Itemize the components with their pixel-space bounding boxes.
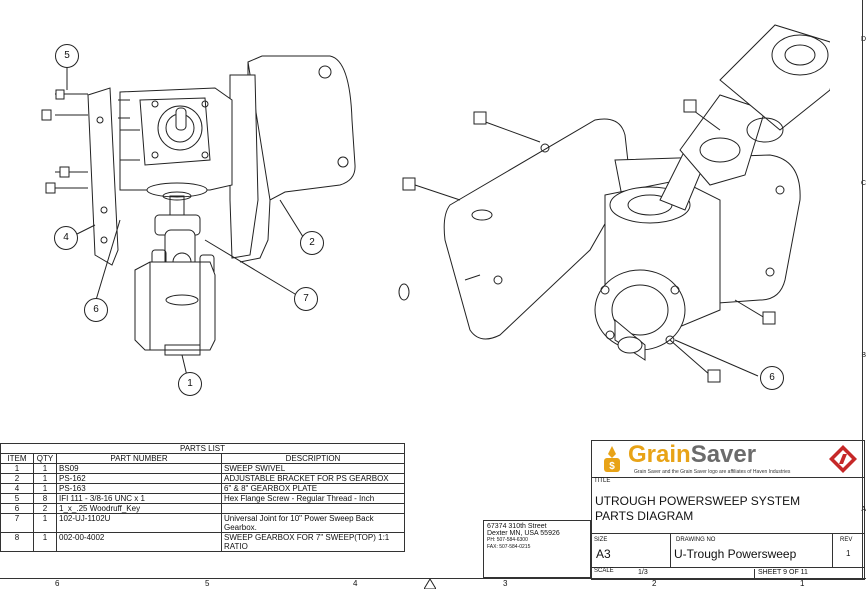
address-city: Dexter MN, USA 55926	[487, 530, 560, 537]
right-isometric-view	[398, 24, 830, 383]
zone-marker: 5	[205, 579, 210, 588]
frame-divider	[0, 578, 866, 579]
sheet-number: SHEET 9 OF 11	[754, 569, 808, 579]
zone-marker: 2	[652, 579, 657, 588]
cell-item: 1	[0, 463, 34, 474]
column-header-qty: QTY	[33, 453, 57, 464]
cell-qty: 2	[33, 503, 57, 514]
cell-item: 5	[0, 493, 34, 504]
callout-item: 5	[55, 44, 79, 68]
drawing-info-row: SIZE A3 DRAWING NO U-Trough Powersweep R…	[592, 533, 864, 568]
size-cell: SIZE A3	[592, 533, 671, 567]
wheat-logo-icon: $	[604, 446, 620, 472]
cell-description	[221, 503, 405, 514]
cell-description: SWEEP GEARBOX FOR 7" SWEEP(TOP) 1:1 RATI…	[221, 532, 405, 552]
parts-list-table: PARTS LIST ITEM QTY PART NUMBER DESCRIPT…	[0, 443, 405, 552]
cell-description: Hex Flange Screw - Regular Thread - Inch	[221, 493, 405, 504]
callout-item: 7	[294, 287, 318, 311]
title-section: TITLE UTROUGH POWERSWEEP SYSTEM PARTS DI…	[592, 477, 864, 534]
zone-marker: 1	[800, 579, 805, 588]
cell-qty: 1	[33, 473, 57, 484]
address-block: 67374 310th Street Dexter MN, USA 55926 …	[483, 520, 591, 578]
title-label: TITLE	[594, 478, 611, 484]
table-row: 4 1 PS-163 6" & 8" GEARBOX PLATE	[0, 483, 405, 494]
cell-item: 8	[0, 532, 34, 552]
table-row: 5 8 IFI 111 - 3/8-16 UNC x 1 Hex Flange …	[0, 493, 405, 504]
cell-qty: 1	[33, 513, 57, 533]
cell-item: 2	[0, 473, 34, 484]
rev-cell: REV 1	[832, 533, 864, 567]
cell-item: 4	[0, 483, 34, 494]
title-block: $ GrainSaver Grain Saver and the Grain S…	[591, 440, 865, 580]
drawing-number-cell: DRAWING NO U-Trough Powersweep	[670, 533, 833, 567]
address-fax: FAX: 507-584-0215	[487, 544, 531, 550]
left-exploded-view	[41, 55, 356, 381]
haven-logo-icon	[829, 445, 857, 473]
callout-item: 4	[54, 226, 78, 250]
drawing-no-label: DRAWING NO	[676, 537, 716, 543]
cell-part-number: BS09	[56, 463, 222, 474]
cell-description: Universal Joint for 10" Power Sweep Back…	[221, 513, 405, 533]
cell-description: ADJUSTABLE BRACKET FOR PS GEARBOX	[221, 473, 405, 484]
parts-list-title: PARTS LIST	[0, 443, 405, 454]
cell-qty: 1	[33, 483, 57, 494]
frame-right-edge	[862, 0, 863, 578]
size-label: SIZE	[594, 537, 608, 543]
cell-description: SWEEP SWIVEL	[221, 463, 405, 474]
triangle-mark-icon	[424, 579, 436, 589]
scale-value: 1/3	[638, 569, 648, 576]
address-phone: PH: 507-584-6300	[487, 537, 528, 543]
callout-item: 2	[300, 231, 324, 255]
callout-item: 6	[84, 298, 108, 322]
zone-marker: 4	[353, 579, 358, 588]
table-row: 1 1 BS09 SWEEP SWIVEL	[0, 463, 405, 474]
column-header-part-number: PART NUMBER	[56, 453, 222, 464]
cell-part-number: 002-00-4002	[56, 532, 222, 552]
table-row: 6 2 1_x_.25 Woodruff_Key	[0, 503, 405, 514]
column-header-description: DESCRIPTION	[221, 453, 405, 464]
table-row: 8 1 002-00-4002 SWEEP GEARBOX FOR 7" SWE…	[0, 532, 405, 552]
rev-value: 1	[846, 549, 851, 558]
zone-marker: B	[861, 352, 866, 359]
brand-name: GrainSaver	[628, 441, 756, 469]
logo-area: $ GrainSaver Grain Saver and the Grain S…	[592, 441, 864, 478]
callout-item: 6	[760, 366, 784, 390]
cell-part-number: 1_x_.25 Woodruff_Key	[56, 503, 222, 514]
table-row: 2 1 PS-162 ADJUSTABLE BRACKET FOR PS GEA…	[0, 473, 405, 484]
cell-description: 6" & 8" GEARBOX PLATE	[221, 483, 405, 494]
brand-tagline: Grain Saver and the Grain Saver logo are…	[634, 469, 791, 475]
zone-marker: 3	[503, 579, 508, 588]
cell-part-number: PS-163	[56, 483, 222, 494]
cell-part-number: PS-162	[56, 473, 222, 484]
scale-row: SCALE 1/3 SHEET 9 OF 11	[592, 567, 864, 579]
cell-qty: 1	[33, 532, 57, 552]
size-value: A3	[596, 547, 611, 561]
brand-grain: Grain	[628, 441, 691, 468]
scale-label: SCALE	[594, 568, 614, 574]
cell-part-number: IFI 111 - 3/8-16 UNC x 1	[56, 493, 222, 504]
brand-saver: Saver	[690, 441, 757, 468]
drawing-title-line1: UTROUGH POWERSWEEP SYSTEM	[595, 494, 801, 508]
zone-marker: D	[860, 36, 866, 43]
zone-marker: 6	[55, 579, 60, 588]
svg-text:$: $	[609, 461, 615, 472]
cell-qty: 8	[33, 493, 57, 504]
cell-part-number: 102-UJ-1102U	[56, 513, 222, 533]
parts-list-header: ITEM QTY PART NUMBER DESCRIPTION	[0, 453, 405, 464]
address-street: 67374 310th Street	[487, 523, 547, 530]
drawing-title-line2: PARTS DIAGRAM	[595, 509, 694, 523]
table-row: 7 1 102-UJ-1102U Universal Joint for 10"…	[0, 513, 405, 533]
zone-marker: C	[860, 180, 866, 187]
drawing-no-value: U-Trough Powersweep	[674, 547, 797, 561]
zone-marker: A	[861, 506, 866, 513]
column-header-item: ITEM	[0, 453, 34, 464]
cell-item: 7	[0, 513, 34, 533]
callout-item: 1	[178, 372, 202, 396]
rev-label: REV	[840, 537, 853, 543]
cell-qty: 1	[33, 463, 57, 474]
cell-item: 6	[0, 503, 34, 514]
